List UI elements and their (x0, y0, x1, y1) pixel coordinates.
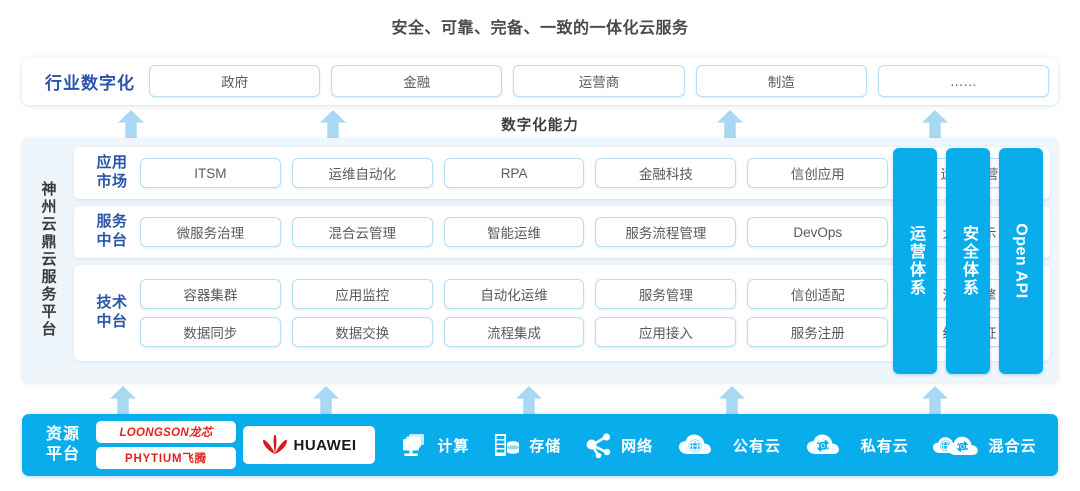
side-bar-open-api[interactable]: Open API (999, 148, 1043, 374)
up-arrow-icon (110, 386, 136, 414)
resource-item-private-cloud-label: 私有云 (860, 437, 909, 455)
tier-service-label: 服务 中台 (84, 213, 140, 251)
app-item-rpa[interactable]: RPA (443, 158, 585, 188)
industry-item-finance[interactable]: 金融 (331, 65, 503, 97)
tech-item-service-registry[interactable]: 服务注册 (747, 317, 889, 347)
network-icon (586, 433, 611, 459)
industry-items: 政府 金融 运营商 制造 …… (149, 65, 1050, 97)
svc-item-intelligent-ops[interactable]: 智能运维 (443, 217, 585, 247)
resource-item-storage-label: 存储 (529, 437, 562, 455)
up-arrow-icon (922, 386, 948, 414)
resource-items: 计算 存储 (375, 431, 1048, 459)
resource-platform-label: 资源 平台 (32, 425, 94, 465)
tier-tech-label: 技术 中台 (84, 294, 140, 332)
side-capability-bars: 运营体系 安全体系 Open API (893, 148, 1043, 374)
huawei-flower-icon (262, 435, 287, 454)
resource-item-public-cloud-label: 公有云 (732, 437, 781, 455)
tier-label-line2: 市场 (96, 173, 128, 190)
huawei-logo: HUAWEI (243, 426, 375, 464)
resource-item-storage[interactable]: 存储 (492, 431, 561, 459)
capability-label: 数字化能力 (501, 118, 579, 134)
industry-item-manufacturing[interactable]: 制造 (695, 65, 867, 97)
resource-item-network[interactable]: 网络 (584, 431, 653, 459)
tier-label-line1: 服务 (96, 213, 128, 231)
resource-item-public-cloud[interactable]: 公有云 (676, 431, 781, 459)
app-item-itsm[interactable]: ITSM (140, 158, 281, 188)
resource-item-private-cloud[interactable]: 私有云 (804, 431, 909, 459)
tech-item-app-monitoring[interactable]: 应用监控 (291, 279, 433, 309)
side-bar-security-system[interactable]: 安全体系 (946, 148, 990, 374)
industry-label: 行业数字化 (45, 73, 135, 93)
resource-item-compute-label: 计算 (437, 437, 470, 455)
industry-item-carrier[interactable]: 运营商 (513, 65, 685, 97)
industry-digitization-band: 行业数字化 政府 金融 运营商 制造 …… (22, 57, 1058, 105)
page-title: 安全、可靠、完备、一致的一体化云服务 (391, 20, 689, 37)
svc-item-devops[interactable]: DevOps (747, 217, 889, 247)
private-cloud-icon (806, 434, 839, 454)
tier-app-market-grid: ITSM 运维自动化 RPA 金融科技 信创应用 运维/运营 (140, 158, 1040, 188)
public-cloud-icon (678, 434, 711, 454)
resource-platform-band: 资源 平台 LOONGSON龙芯 PHYTIUM飞腾 HUAWEI (22, 414, 1058, 476)
side-bar-operations-system[interactable]: 运营体系 (893, 148, 937, 374)
side-bar-operations-label: 运营体系 (907, 225, 924, 297)
cpu-vendor-logos: LOONGSON龙芯 PHYTIUM飞腾 (96, 421, 236, 469)
side-bar-security-label: 安全体系 (960, 225, 977, 297)
up-arrow-icon (719, 386, 745, 414)
resource-label-line1: 资源 (45, 426, 80, 443)
tech-item-process-integration[interactable]: 流程集成 (443, 317, 585, 347)
tier-label-line2: 中台 (96, 313, 128, 330)
up-arrow-icon (313, 386, 339, 414)
tier-row: ITSM 运维自动化 RPA 金融科技 信创应用 运维/运营 (140, 158, 1040, 188)
app-item-xinchuang-app[interactable]: 信创应用 (747, 158, 889, 188)
platform-vertical-label-text: 神州云鼎云服务平台 (39, 181, 57, 339)
tier-label-line2: 中台 (96, 232, 128, 249)
svc-item-service-process-management[interactable]: 服务流程管理 (595, 217, 737, 247)
up-arrow-icon (516, 386, 542, 414)
phytium-logo: PHYTIUM飞腾 (96, 447, 236, 469)
resource-item-network-label: 网络 (621, 437, 654, 455)
tech-item-container-cluster[interactable]: 容器集群 (140, 279, 281, 309)
loongson-logo: LOONGSON龙芯 (96, 421, 236, 443)
tech-item-automated-ops[interactable]: 自动化运维 (443, 279, 585, 309)
tech-item-xinchuang-adaptation[interactable]: 信创适配 (747, 279, 889, 309)
tier-service-middle-platform: 服务 中台 微服务治理 混合云管理 智能运维 服务流程管理 DevOps 大屏展… (74, 206, 1050, 258)
resource-item-hybrid-cloud-label: 混合云 (988, 437, 1037, 455)
tier-app-market-label: 应用 市场 (84, 154, 140, 192)
tech-item-data-exchange[interactable]: 数据交换 (291, 317, 433, 347)
industry-item-more[interactable]: …… (877, 65, 1050, 97)
resource-item-compute[interactable]: 计算 (400, 431, 469, 459)
tech-item-service-management[interactable]: 服务管理 (595, 279, 737, 309)
app-item-ops-automation[interactable]: 运维自动化 (291, 158, 433, 188)
tier-app-market: 应用 市场 ITSM 运维自动化 RPA 金融科技 信创应用 运维/运营 (74, 147, 1050, 199)
resource-label-line2: 平台 (45, 446, 80, 463)
tier-label-line1: 应用 (96, 154, 128, 172)
svc-item-microservice-governance[interactable]: 微服务治理 (140, 217, 281, 247)
svc-item-hybrid-cloud-management[interactable]: 混合云管理 (291, 217, 433, 247)
tech-item-data-sync[interactable]: 数据同步 (140, 317, 281, 347)
hybrid-cloud-icon (932, 436, 978, 455)
compute-icon (403, 434, 425, 456)
tech-item-app-access[interactable]: 应用接入 (595, 317, 737, 347)
tier-label-line1: 技术 (96, 294, 128, 312)
platform-vertical-label: 神州云鼎云服务平台 (22, 138, 74, 382)
resource-item-hybrid-cloud[interactable]: 混合云 (932, 431, 1037, 459)
huawei-wordmark: HUAWEI (293, 436, 357, 454)
industry-item-government[interactable]: 政府 (149, 65, 321, 97)
side-bar-open-api-label: Open API (1013, 223, 1031, 299)
app-item-fintech[interactable]: 金融科技 (595, 158, 737, 188)
storage-icon (495, 434, 520, 456)
